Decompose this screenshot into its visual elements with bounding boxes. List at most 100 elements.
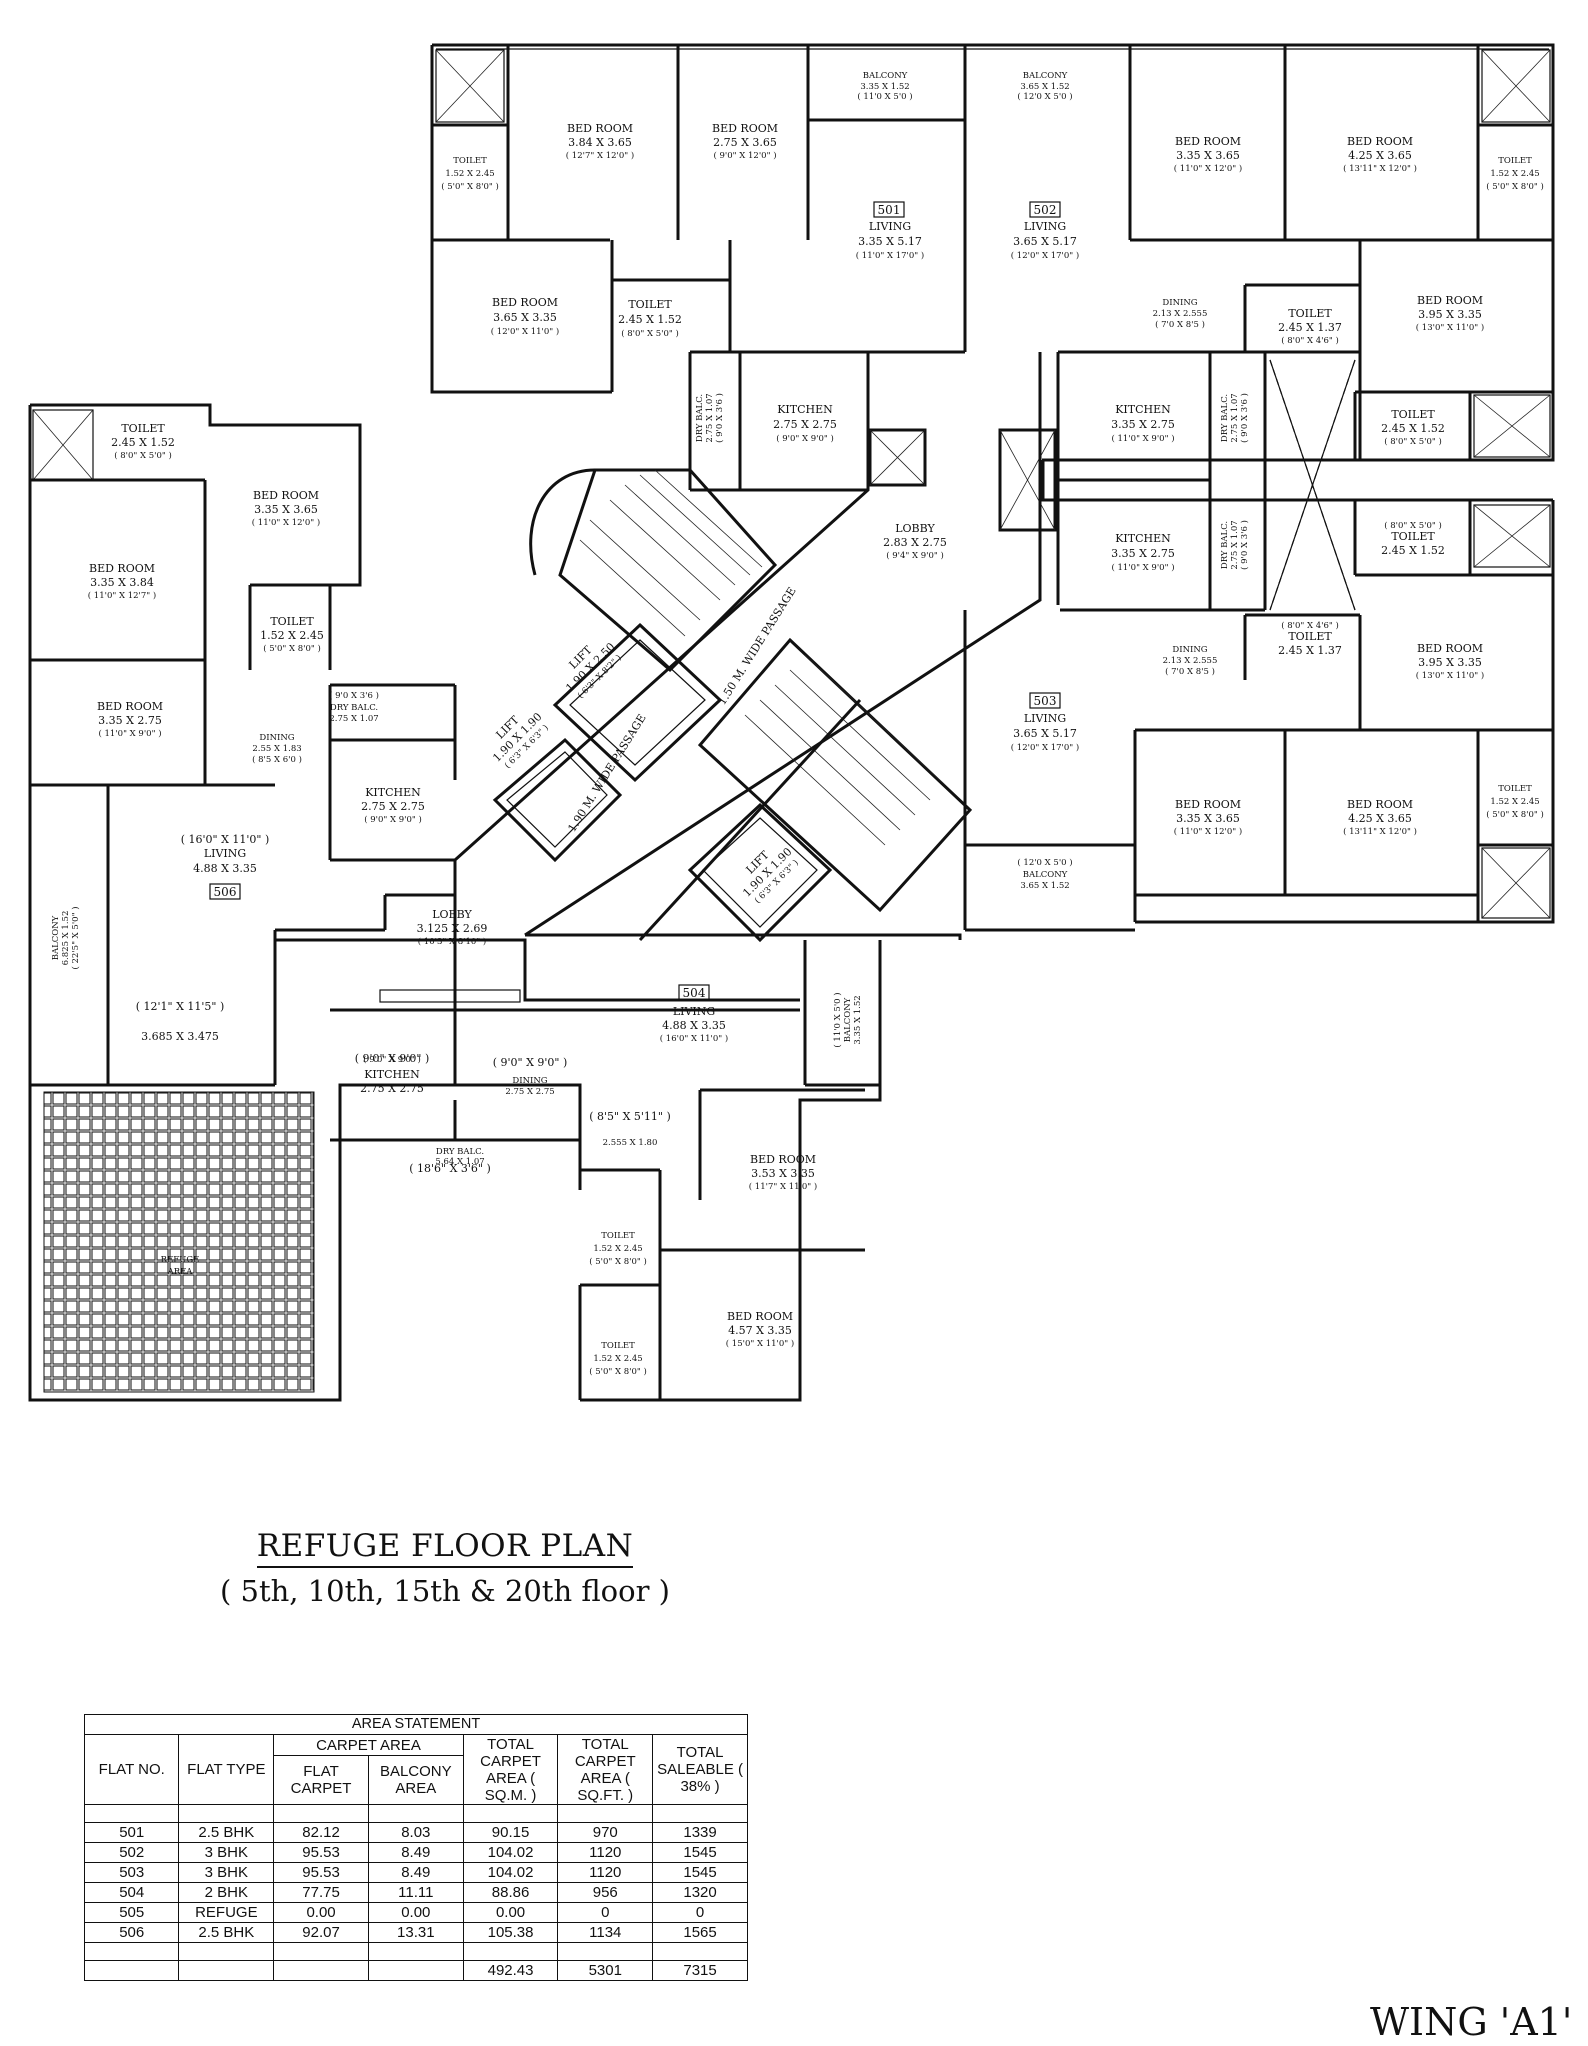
svg-text:502: 502 (1034, 203, 1057, 217)
room-dims: 3.35 X 3.84 (90, 576, 154, 589)
room-name: KITCHEN (777, 403, 833, 416)
header-flat-type: FLAT TYPE (178, 1734, 275, 1805)
cell-balcony: 8.49 (367, 1842, 464, 1863)
cell-balcony: 8.49 (367, 1862, 464, 1883)
room-imperial: ( 11'0" X 9'0" ) (1111, 562, 1174, 573)
flat-number-503: 503 (1029, 692, 1061, 709)
room-dims: 1.52 X 2.45 (445, 169, 494, 179)
room-name: BALCONY (843, 997, 853, 1042)
room-dims: 3.53 X 3.35 (751, 1167, 815, 1180)
room-imperial: ( 9'0" X 12'0" ) (713, 150, 776, 161)
room-imperial: ( 11'0 X 5'0 ) (832, 992, 843, 1047)
room-name: BALCONY (1023, 870, 1068, 880)
svg-text:506: 506 (214, 885, 237, 899)
room-name: BED ROOM (1175, 798, 1241, 811)
room-imperial: ( 7'0 X 8'5 ) (1165, 666, 1215, 677)
cell-type: 2 BHK (178, 1882, 275, 1903)
room-imperial: ( 11'0" X 17'0" ) (856, 250, 924, 261)
room-imperial: ( 11'0" X 12'0" ) (1174, 163, 1242, 174)
free-label: ( 9'0 X 3'6 ) (1239, 520, 1250, 570)
room-imperial: ( 11'0" X 12'0" ) (252, 517, 320, 528)
room-imperial: ( 9'0" X 9'0" ) (364, 814, 422, 825)
room-name: LOBBY (432, 908, 472, 921)
room-dims: 2.75 X 3.65 (713, 136, 777, 149)
room-dims: 3.84 X 3.65 (568, 136, 632, 149)
header-carpet-area: CARPET AREA (273, 1734, 464, 1756)
room-imperial: ( 15'0" X 11'0" ) (726, 1338, 794, 1349)
room-name: BED ROOM (492, 296, 558, 309)
free-label: ( 8'5" X 5'11" ) (589, 1110, 671, 1123)
cell-balcony: 11.11 (367, 1882, 464, 1903)
room-name: TOILET (1288, 307, 1332, 320)
table-row: 501 2.5 BHK 82.12 8.03 90.15 970 1339 (83, 1822, 748, 1843)
total-saleable: 7315 (652, 1960, 748, 1981)
free-label: 2.75 X 1.07 (705, 393, 715, 442)
free-label: ( 9'0 X 3'6 ) (714, 393, 725, 443)
room-imperial: ( 22'5" X 5'0" ) (70, 906, 81, 969)
svg-text:501: 501 (878, 203, 901, 217)
dry-balc-501: DRY BALC. 2.75 X 1.07 ( 9'0 X 3'6 ) (695, 393, 725, 443)
room-imperial: ( 13'11" X 12'0" ) (1343, 826, 1417, 837)
bottom-block-walls (275, 938, 882, 1402)
flat-number-506: 506 (209, 883, 241, 900)
room-dims: 4.88 X 3.35 (662, 1019, 726, 1032)
header-flat-carpet: FLAT CARPET (273, 1755, 369, 1805)
room-name: TOILET (1391, 530, 1435, 543)
room-name: BED ROOM (1347, 798, 1413, 811)
room-imperial: ( 10'3" X 8'10" ) (418, 936, 486, 947)
room-dims: 2.45 X 1.37 (1278, 644, 1342, 657)
left-block-walls (28, 403, 582, 1402)
room-imperial: ( 5'0" X 8'0" ) (1486, 809, 1544, 820)
room-dims: 3.35 X 2.75 (98, 714, 162, 727)
room-name: KITCHEN (1115, 403, 1171, 416)
free-label: DRY BALC. (695, 394, 705, 442)
room-imperial: ( 8'0" X 5'0" ) (114, 450, 172, 461)
total-sqft: 5301 (557, 1960, 654, 1981)
cell-sqm: 90.15 (462, 1822, 559, 1843)
plan-title: REFUGE FLOOR PLAN (256, 1528, 634, 1568)
room-name: TOILET (1288, 630, 1332, 643)
cell-saleable: 1339 (652, 1822, 748, 1843)
svg-text:503: 503 (1034, 694, 1057, 708)
room-name: TOILET (1498, 156, 1532, 166)
room-imperial: ( 8'0" X 5'0" ) (1384, 520, 1442, 531)
header-balcony-area: BALCONY AREA (367, 1755, 464, 1805)
room-name: LIVING (673, 1005, 715, 1018)
room-imperial: ( 12'0" X 17'0" ) (1011, 742, 1079, 753)
central-core (453, 352, 1042, 943)
table-row: 505 REFUGE 0.00 0.00 0.00 0 0 (83, 1902, 748, 1923)
cell-carpet: 95.53 (273, 1842, 369, 1863)
cell-type: 3 BHK (178, 1862, 275, 1883)
room-dims: 6.825 X 1.52 (61, 911, 71, 966)
room-imperial: ( 7'0 X 8'5 ) (1155, 319, 1205, 330)
room-name: BED ROOM (1417, 294, 1483, 307)
room-name: KITCHEN (1115, 532, 1171, 545)
free-label: ( 9'0 X 3'6 ) (1239, 393, 1250, 443)
room-dims: 3.35 X 3.65 (1176, 149, 1240, 162)
room-name: BALCONY (1023, 71, 1068, 81)
cell-sqft: 970 (557, 1822, 654, 1843)
room-name: DINING (512, 1076, 547, 1086)
room-name: DRY BALC. (330, 703, 378, 713)
room-imperial: ( 12'0 X 5'0 ) (1017, 857, 1072, 868)
table-caption: AREA STATEMENT (84, 1714, 748, 1735)
total-sqm: 492.43 (462, 1960, 559, 1981)
cell-flat: 506 (83, 1922, 180, 1943)
